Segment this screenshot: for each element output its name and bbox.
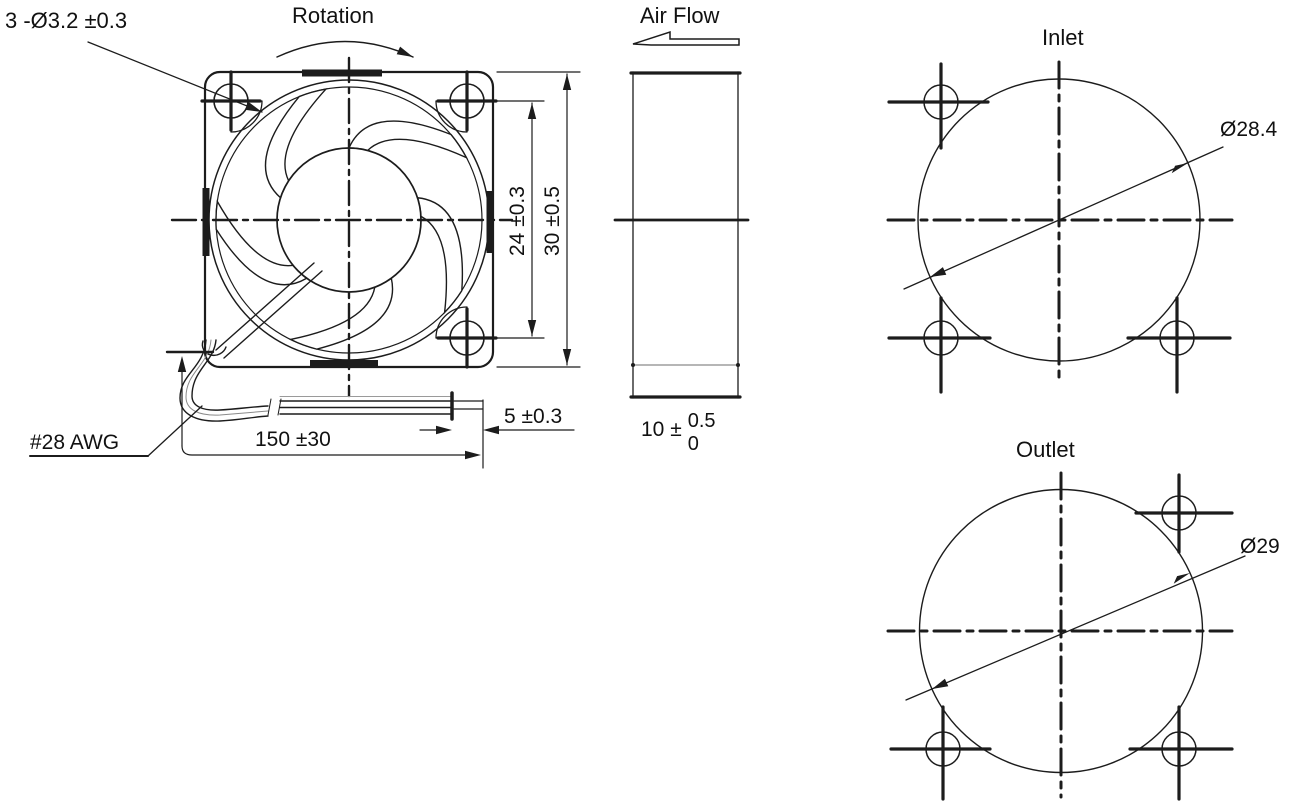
depth-tolerance-stack: 0.5 0 xyxy=(688,410,716,456)
tangent-marks xyxy=(202,69,494,367)
dim-frame-size xyxy=(496,71,581,368)
hole-callout-leader xyxy=(87,41,263,113)
inlet-view-linework xyxy=(886,60,1234,394)
outlet-mounting-holes xyxy=(889,473,1234,801)
inlet-diameter-dim xyxy=(903,146,1224,290)
label-inlet-title: Inlet xyxy=(1042,25,1084,50)
label-rotation: Rotation xyxy=(292,3,374,28)
depth-upper-tolerance: 0.5 xyxy=(687,410,716,432)
outlet-diameter-dim xyxy=(905,555,1246,701)
outlet-view-linework xyxy=(886,471,1246,801)
label-hole-pitch-dim: 24 ±0.3 xyxy=(505,186,529,256)
label-inlet-diameter: Ø28.4 xyxy=(1220,118,1278,141)
label-hole-callout: 3 -Ø3.2 ±0.3 xyxy=(5,8,128,33)
lead-wire-bend xyxy=(179,339,269,422)
corner-fillets xyxy=(230,100,468,339)
wire-gauge-leader xyxy=(29,405,203,457)
airflow-arrow xyxy=(632,30,740,46)
label-airflow: Air Flow xyxy=(640,3,720,28)
label-depth-dim: 10 ± 0.5 0 xyxy=(641,410,716,456)
label-lead-length-dim: 150 ±30 xyxy=(255,428,331,451)
front-centerlines xyxy=(170,56,514,398)
side-view-linework xyxy=(613,30,750,399)
dim-hole-pitch xyxy=(481,100,545,339)
label-outlet-diameter: Ø29 xyxy=(1240,535,1280,558)
dim-strip-length xyxy=(419,425,575,435)
rotation-arrowhead xyxy=(396,46,413,57)
lead-wire-ribbon xyxy=(267,391,484,421)
label-frame-size-dim: 30 ±0.5 xyxy=(540,186,564,256)
front-view-linework xyxy=(29,40,581,469)
inlet-mounting-holes xyxy=(887,62,1232,394)
label-outlet-title: Outlet xyxy=(1016,437,1075,462)
label-wire-gauge: #28 AWG xyxy=(30,431,120,454)
depth-lower-tolerance: 0 xyxy=(687,433,699,455)
rotation-arrow-arc xyxy=(276,40,414,58)
label-strip-length-dim: 5 ±0.3 xyxy=(504,405,563,428)
outlet-centerlines xyxy=(886,471,1234,799)
dim-lead-length xyxy=(165,350,484,469)
depth-nominal: 10 ± xyxy=(641,418,682,441)
